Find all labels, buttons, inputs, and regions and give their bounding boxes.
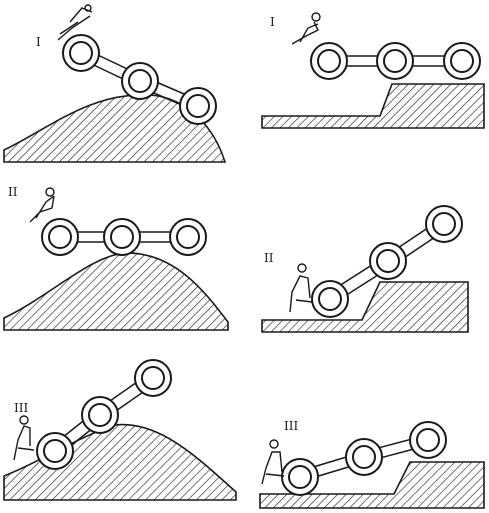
wheel	[81, 396, 119, 434]
wheel	[169, 218, 207, 256]
hill-ground	[3, 252, 229, 331]
wheel	[409, 421, 447, 459]
wheel	[179, 87, 217, 125]
wheel	[103, 218, 141, 256]
wheel	[369, 242, 407, 280]
panel-bottom-right: III	[259, 419, 485, 509]
stage-label: II	[8, 185, 18, 199]
operator-seat	[29, 187, 55, 223]
wheel	[62, 34, 100, 72]
step-ground	[261, 281, 469, 333]
wheel	[345, 438, 383, 476]
hill-ground	[3, 423, 237, 501]
stage-label: III	[284, 419, 298, 433]
operator-seat	[289, 263, 313, 313]
robot-vehicle	[13, 359, 172, 470]
stage-label: III	[14, 401, 28, 415]
wheel	[121, 62, 159, 100]
wheel	[443, 42, 481, 80]
robot-vehicle	[289, 205, 463, 318]
wheel	[134, 359, 172, 397]
stage-label: I	[270, 15, 275, 29]
panel-top-right: I	[261, 12, 485, 129]
robot-vehicle	[261, 421, 447, 496]
step-ground	[261, 83, 485, 129]
panel-top-left: I	[3, 4, 227, 163]
stage-label: II	[264, 251, 274, 265]
wheel	[36, 432, 74, 470]
step-ground	[259, 461, 485, 509]
wheel	[310, 42, 348, 80]
wheel	[425, 205, 463, 243]
operator-seat	[291, 12, 321, 45]
operator-seat	[261, 439, 285, 485]
panel-middle-left: II	[3, 185, 229, 331]
wheel	[311, 280, 349, 318]
wheel	[376, 42, 414, 80]
robot-vehicle	[29, 187, 207, 256]
robot-vehicle	[57, 4, 217, 125]
wheel	[281, 458, 319, 496]
panel-bottom-left: III	[3, 359, 237, 501]
robot-vehicle	[291, 12, 481, 80]
panel-middle-right: II	[261, 205, 469, 333]
wheel	[41, 218, 79, 256]
operator-seat	[57, 4, 93, 41]
stage-label: I	[36, 35, 41, 49]
operator-seat	[13, 415, 35, 461]
